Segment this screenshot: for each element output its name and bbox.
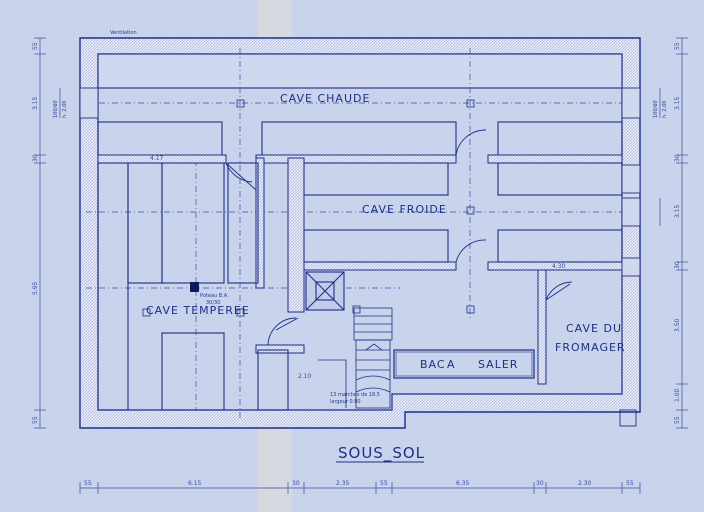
left-dim-2: 30 (32, 154, 39, 162)
cave-chaude-racks (97, 53, 623, 159)
cave-temperee-racks (97, 162, 289, 411)
room-label-saler: SALER (478, 358, 518, 371)
left-window-dim-1: h. 2.00 (62, 101, 68, 118)
bottom-dim-6: 30 (536, 480, 544, 487)
bottom-dimension-labels: 55 6.15 30 2.35 55 6.35 30 2.30 55 (84, 480, 634, 487)
room-label-cave-temperee: CAVE TEMPEREE (146, 304, 250, 317)
bottom-dim-7: 2.30 (578, 480, 592, 487)
doors (225, 129, 573, 346)
room-label-cave-chaude: CAVE CHAUDE (280, 92, 370, 105)
room-label-cave-du-fromager-2: FROMAGER (555, 341, 626, 354)
room-label-bac: BAC (420, 358, 446, 371)
bottom-dim-1: 6.15 (188, 480, 202, 487)
drain-box (619, 409, 637, 427)
room-label-a: A (447, 358, 456, 371)
left-dimension-labels: 55 3.15 30 5.95 55 100/60 h. 2.00 (32, 42, 68, 424)
bac-a-saler (393, 349, 535, 379)
stairs (318, 307, 393, 409)
note-stairs: 13 marches de 18.5 (330, 392, 380, 398)
light-points (142, 99, 475, 317)
left-windows (79, 87, 99, 119)
bottom-dim-2: 30 (292, 480, 300, 487)
right-dim-4: 30 (674, 261, 681, 269)
right-dimension-line (659, 37, 688, 429)
drawing-title: SOUS_SOL (336, 444, 425, 463)
note-ventilation: Ventilation (110, 30, 137, 36)
left-dim-0: 55 (32, 42, 39, 50)
right-dim-0: 55 (674, 42, 681, 50)
note-poteau: Poteau B.A. (200, 293, 229, 299)
left-dim-1: 3.15 (32, 96, 39, 110)
left-dim-3: 5.95 (32, 281, 39, 295)
pillar (190, 282, 199, 292)
bottom-dim-3: 2.35 (336, 480, 350, 487)
centre-lines (86, 48, 632, 420)
svg-text:SOUS_SOL: SOUS_SOL (338, 444, 425, 463)
bottom-dim-8: 55 (626, 480, 634, 487)
right-dim-7: 55 (674, 416, 681, 424)
right-window-dim-1: h. 2.00 (662, 101, 668, 118)
partition-walls (97, 154, 623, 385)
right-dim-5: 3.50 (674, 318, 681, 332)
cave-froide-racks (303, 162, 623, 263)
right-windows (621, 87, 641, 277)
right-dimension-labels: 55 3.15 30 3.15 30 3.50 1.00 55 100/60 h… (653, 42, 681, 424)
bottom-dim-5: 6.35 (456, 480, 470, 487)
right-dim-6: 1.00 (674, 388, 681, 402)
note-width-417: 4.17 (150, 155, 164, 162)
note-width-210: 2.10 (298, 373, 312, 380)
room-label-cave-froide: CAVE FROIDE (362, 203, 447, 216)
right-dim-2: 30 (674, 154, 681, 162)
note-width-430: 4.30 (552, 263, 566, 270)
left-dimension-line (34, 37, 61, 429)
note-poteau-size: 30/30 (206, 300, 220, 306)
bottom-dimension-line (79, 482, 641, 494)
lift-shaft (305, 271, 345, 311)
left-window-dim-0: 100/60 (53, 100, 59, 118)
room-label-cave-du-fromager-1: CAVE DU (566, 322, 622, 335)
bottom-dim-4: 55 (380, 480, 388, 487)
right-dim-1: 3.15 (674, 96, 681, 110)
left-dim-4: 55 (32, 416, 39, 424)
note-stairs-2: largeur 0.80 (330, 399, 361, 405)
bottom-dim-0: 55 (84, 480, 92, 487)
right-dim-3: 3.15 (674, 204, 681, 218)
right-window-dim-0: 100/60 (653, 100, 659, 118)
